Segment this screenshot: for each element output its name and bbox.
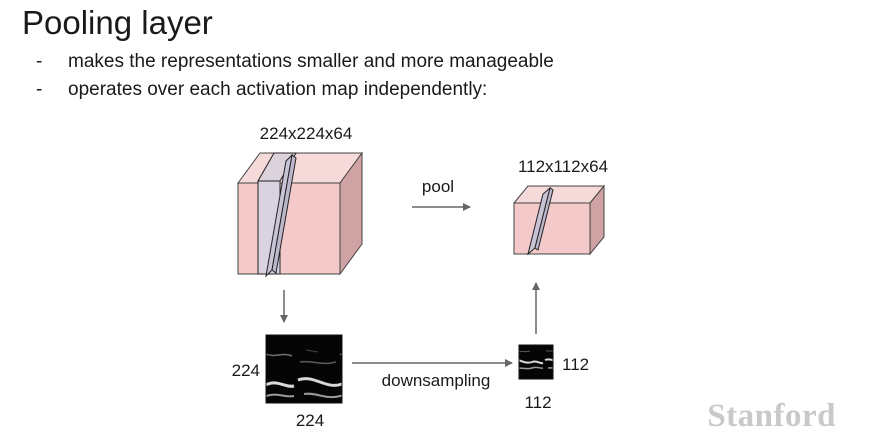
- output-activation-slice-edge: [534, 187, 554, 251]
- output-activation-map: [518, 344, 554, 380]
- input-map-height-label: 224: [232, 361, 260, 380]
- input-activation-slice-edge: [271, 154, 297, 274]
- output-volume: [512, 184, 606, 256]
- slide-title: Pooling layer: [22, 4, 213, 41]
- bullet-text: operates over each activation map indepe…: [68, 79, 488, 100]
- stanford-watermark: Stanford: [707, 398, 836, 434]
- input-map-width-label: 224: [296, 411, 324, 430]
- downsampling-label: downsampling: [382, 371, 491, 390]
- output-map-width-label: 112: [524, 393, 551, 412]
- input-volume: [237, 151, 363, 278]
- bullet-marker: -: [36, 51, 43, 72]
- bullet-item: - makes the representations smaller and m…: [36, 48, 554, 76]
- output-volume-top: [512, 185, 606, 204]
- pool-label: pool: [422, 177, 454, 196]
- output-volume-front: [513, 202, 591, 255]
- bullet-marker: -: [36, 79, 43, 100]
- output-volume-label: 112x112x64: [518, 157, 608, 176]
- bullet-list: - makes the representations smaller and m…: [36, 48, 554, 104]
- bullet-item: - operates over each activation map indep…: [36, 76, 554, 104]
- input-activation-map: [265, 334, 343, 404]
- output-map-height-label: 112: [562, 355, 589, 374]
- bullet-text: makes the representations smaller and mo…: [68, 51, 554, 72]
- input-volume-label: 224x224x64: [260, 124, 353, 143]
